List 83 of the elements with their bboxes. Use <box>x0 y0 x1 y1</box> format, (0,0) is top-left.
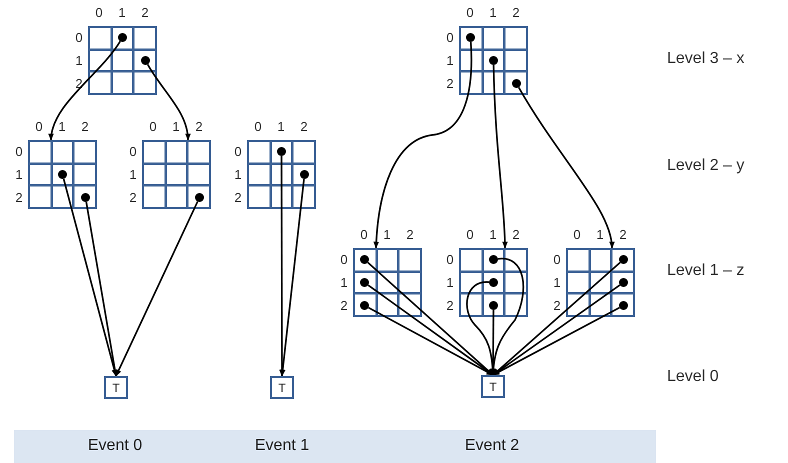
row-index: 0 <box>233 144 243 158</box>
arrow <box>85 202 118 377</box>
level-label: Level 2 – y <box>667 157 744 175</box>
arrow <box>279 156 285 377</box>
column-index: 1 <box>276 120 286 134</box>
row-index: 2 <box>445 298 455 312</box>
column-index: 2 <box>511 228 521 242</box>
row-index: 2 <box>339 298 349 312</box>
dot <box>512 78 520 88</box>
column-index: 2 <box>618 228 628 242</box>
event-band <box>14 430 656 463</box>
column-index: 0 <box>359 228 369 242</box>
row-index: 0 <box>445 30 455 44</box>
dot <box>58 170 66 178</box>
row-index: 0 <box>552 252 562 266</box>
column-index: 1 <box>595 228 605 242</box>
row-index: 2 <box>128 190 138 204</box>
event-label: Event 1 <box>254 437 310 455</box>
row-index: 2 <box>233 190 243 204</box>
column-index: 1 <box>57 120 67 134</box>
row-index: 0 <box>445 252 455 266</box>
row-index: 1 <box>552 276 562 290</box>
row-index: 0 <box>339 252 349 266</box>
row-index: 1 <box>445 276 455 290</box>
dot <box>276 146 286 156</box>
dot <box>118 32 126 42</box>
row-index: 2 <box>445 76 455 90</box>
dot <box>360 300 368 310</box>
dot <box>466 32 474 42</box>
event-label: Event 2 <box>464 437 520 455</box>
dot <box>618 254 628 264</box>
row-index: 1 <box>445 54 455 68</box>
column-index: 2 <box>299 120 309 134</box>
dot <box>618 278 628 286</box>
dot <box>488 56 498 64</box>
dot <box>360 278 368 286</box>
column-index: 0 <box>34 120 44 134</box>
dot <box>488 278 498 286</box>
column-index: 1 <box>382 228 392 242</box>
dot <box>194 192 204 202</box>
event-label: Event 0 <box>88 437 142 455</box>
terminal-box: T <box>104 376 128 399</box>
arrow <box>492 306 620 376</box>
dot <box>488 254 498 264</box>
level-label: Level 1 – z <box>667 262 744 280</box>
column-index: 2 <box>405 228 415 242</box>
column-index: 0 <box>465 6 475 20</box>
row-index: 0 <box>14 144 24 158</box>
row-index: 1 <box>339 276 349 290</box>
dot <box>360 254 368 264</box>
row-index: 2 <box>14 190 24 204</box>
column-index: 1 <box>488 228 498 242</box>
row-index: 0 <box>74 30 84 44</box>
column-index: 0 <box>253 120 263 134</box>
dot <box>140 56 150 64</box>
column-index: 0 <box>148 120 158 134</box>
column-index: 0 <box>572 228 582 242</box>
row-index: 1 <box>14 168 24 182</box>
column-index: 0 <box>465 228 475 242</box>
level-label: Level 3 – x <box>667 50 744 68</box>
dot <box>488 300 498 310</box>
row-index: 1 <box>233 168 243 182</box>
column-index: 1 <box>488 6 498 20</box>
row-index: 1 <box>128 168 138 182</box>
column-index: 1 <box>117 6 127 20</box>
column-index: 2 <box>80 120 90 134</box>
row-index: 1 <box>74 54 84 68</box>
terminal-box: T <box>270 376 294 399</box>
arrow <box>367 262 494 376</box>
column-index: 2 <box>511 6 521 20</box>
column-index: 2 <box>194 120 204 134</box>
column-index: 2 <box>140 6 150 20</box>
arrow <box>492 262 621 376</box>
terminal-box: T <box>481 375 505 398</box>
dot <box>80 192 90 202</box>
dot <box>618 300 628 310</box>
level-label: Level 0 <box>667 368 719 386</box>
row-index: 0 <box>128 144 138 158</box>
dot <box>300 170 308 178</box>
column-index: 1 <box>171 120 181 134</box>
row-index: 2 <box>552 298 562 312</box>
column-index: 0 <box>94 6 104 20</box>
arrow <box>368 306 494 376</box>
